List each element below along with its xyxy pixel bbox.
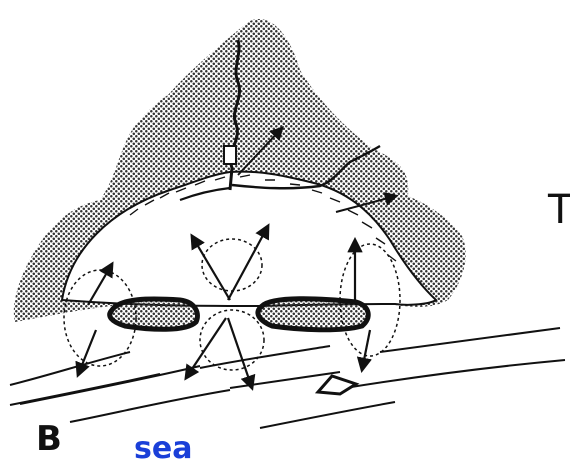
ice-block-right (258, 299, 368, 330)
label-sea: sea (134, 432, 192, 466)
sea-surface-lines (10, 328, 565, 428)
arrow-left-down (78, 330, 96, 375)
arrow-center-down-right (228, 318, 252, 388)
label-t: T (548, 188, 570, 232)
ice-block-left (110, 299, 198, 329)
summit-marker (224, 146, 236, 164)
label-b: B (36, 422, 62, 456)
ice-floe (318, 376, 356, 394)
circulation-loop-center-lower (200, 310, 264, 370)
arrow-right-down (362, 330, 370, 370)
